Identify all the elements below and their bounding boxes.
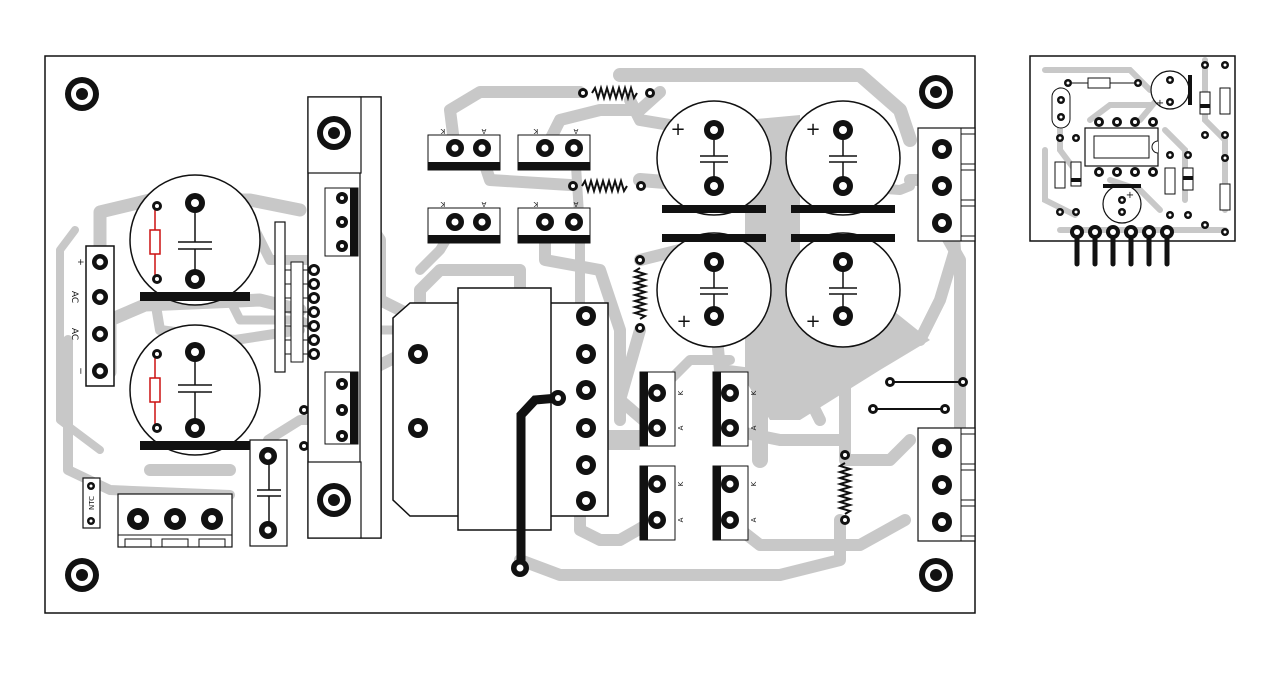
diode-a-label: A [750, 425, 758, 430]
aux-capacitor-top: + [1150, 70, 1192, 110]
ntc-label: NTC [88, 496, 96, 510]
regulator-upper [324, 187, 359, 257]
diode-a-label: A [677, 517, 685, 522]
diode-a-label: A [573, 200, 578, 208]
ntc-thermistor: NTC [82, 477, 101, 529]
diode-a-label: A [677, 425, 685, 430]
diode-d1: K A [639, 371, 685, 447]
mounting-hole [65, 558, 99, 592]
jumper-pads [299, 405, 309, 451]
aux-crystal [1051, 87, 1071, 129]
connector-label-ac-1: AC [69, 291, 79, 303]
pin-header-array [274, 221, 320, 373]
film-capacitor [249, 439, 288, 547]
aux-resistor-top [1064, 77, 1142, 89]
diode-k-label: K [440, 127, 445, 135]
output-capacitor-4: + [785, 232, 901, 348]
polarity-plus: + [1126, 190, 1134, 201]
wire-links [868, 377, 968, 414]
mounting-hole [919, 558, 953, 592]
heatsink-screw [317, 116, 351, 150]
filter-capacitor-top [129, 174, 261, 306]
diode-k-label: K [677, 390, 685, 395]
diode-k-label: K [677, 481, 685, 486]
diode-a-label: A [481, 200, 486, 208]
bleeder-resistor [149, 229, 161, 255]
rectifier-diode-top-right: K A [517, 127, 591, 171]
diode-k-label: K [533, 127, 538, 135]
aux-diode-mid [1182, 151, 1194, 219]
aux-board: + [1029, 55, 1236, 267]
heatsink-assembly [307, 96, 382, 539]
diode-k-label: K [750, 481, 758, 486]
aux-resistor-right [1219, 61, 1231, 139]
aux-ic-dip8 [1084, 117, 1159, 177]
polarity-plus: + [805, 119, 820, 140]
mounting-holes [65, 75, 953, 592]
transformer [392, 287, 609, 577]
aux-pin-header [1070, 225, 1174, 267]
diode-k-label: K [440, 200, 445, 208]
inductor-vertical-left [631, 255, 649, 333]
power-input-connector: + AC AC − [69, 245, 115, 387]
polarity-plus: + [676, 311, 691, 332]
diode-a-label: A [573, 127, 578, 135]
mounting-hole [919, 75, 953, 109]
diode-a-label: A [750, 517, 758, 522]
rectifier-diode-mid-left: K A [427, 200, 501, 244]
polarity-plus: + [670, 119, 685, 140]
output-capacitor-1: + [656, 100, 772, 216]
aux-resistor-mid [1164, 151, 1176, 219]
main-board: + AC AC − [44, 55, 976, 614]
mounting-hole [65, 77, 99, 111]
aux-transistor: + [1102, 184, 1142, 224]
inductor-mid [568, 177, 646, 195]
filter-capacitor-bottom [129, 324, 261, 456]
connector-label-plus: + [75, 258, 85, 266]
diode-d4: K A [712, 465, 758, 541]
connector-label-ac-2: AC [69, 328, 79, 340]
diode-d2: K A [712, 371, 758, 447]
terminal-block-bottom [117, 493, 233, 548]
regulator-lower [324, 371, 359, 445]
polarity-plus: + [805, 311, 820, 332]
output-capacitor-2: + [785, 100, 901, 216]
diode-d3: K A [639, 465, 685, 541]
output-capacitor-3: + [656, 232, 772, 348]
rectifier-diode-top-left: K A [427, 127, 501, 171]
heatsink-screw [317, 483, 351, 517]
diode-k-label: K [750, 390, 758, 395]
diode-k-label: K [533, 200, 538, 208]
aux-resistor-far-right [1219, 154, 1231, 236]
output-terminal-top [917, 127, 976, 242]
main-board-outline [44, 55, 976, 614]
inductor-vertical-right [836, 450, 854, 525]
aux-diode-left [1070, 134, 1082, 216]
diode-a-label: A [481, 127, 486, 135]
rectifier-diode-mid-right: K A [517, 200, 591, 244]
output-terminal-bottom [917, 427, 976, 542]
bleeder-resistor [149, 377, 161, 403]
polarity-plus: + [1156, 98, 1164, 109]
aux-diode-right [1199, 61, 1211, 139]
aux-resistor-left [1054, 134, 1066, 216]
connector-label-minus: − [75, 367, 85, 375]
inductor-top [578, 84, 655, 102]
